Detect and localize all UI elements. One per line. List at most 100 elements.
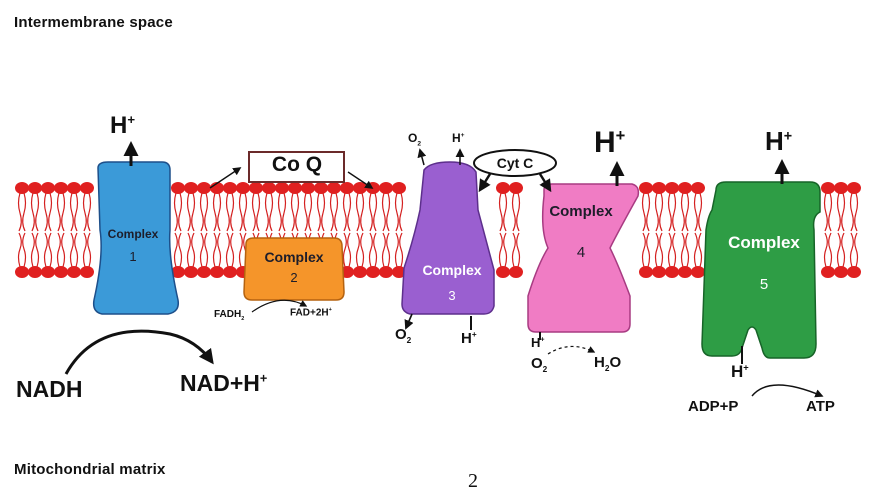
lipid-head bbox=[54, 266, 68, 278]
lipid-tail bbox=[387, 193, 390, 231]
lipid-head bbox=[509, 266, 523, 278]
lipid-tail bbox=[344, 193, 347, 231]
lipid-tail bbox=[214, 233, 217, 267]
lipid-head bbox=[392, 182, 406, 194]
lipid-tail bbox=[84, 233, 87, 267]
lipid-head bbox=[184, 266, 198, 278]
o2-complex-4: O2 bbox=[531, 355, 547, 374]
h-plus-complex-1: H+ bbox=[110, 112, 135, 140]
lipid-head bbox=[236, 182, 250, 194]
h-plus-complex-5: H+ bbox=[765, 126, 792, 157]
lipid-tail bbox=[188, 193, 191, 231]
lipid-tail bbox=[513, 233, 516, 267]
complex-4-label: Complex bbox=[538, 203, 624, 220]
lipid-tail bbox=[36, 193, 39, 231]
lipid-tail bbox=[71, 193, 74, 231]
lipid-tail bbox=[695, 233, 698, 267]
lipid-tail bbox=[227, 233, 230, 267]
lipid-tail bbox=[357, 193, 360, 231]
complex-3-number: 3 bbox=[410, 288, 494, 303]
lipid-head bbox=[67, 266, 81, 278]
intermembrane-space-label: Intermembrane space bbox=[14, 14, 173, 31]
lipid-head bbox=[28, 266, 42, 278]
lipid-head bbox=[678, 266, 692, 278]
nadh-label: NADH bbox=[16, 376, 82, 403]
complex-2-label: Complex bbox=[246, 249, 342, 265]
complex-4-number: 4 bbox=[538, 244, 624, 261]
complex-1-number: 1 bbox=[98, 249, 168, 264]
lipid-tail bbox=[19, 193, 22, 231]
lipid-head bbox=[340, 182, 354, 194]
lipid-head bbox=[210, 266, 224, 278]
lipid-tail bbox=[682, 233, 685, 267]
lipid-tail bbox=[322, 193, 325, 231]
lipid-head bbox=[379, 182, 393, 194]
lipid-tail bbox=[361, 193, 364, 231]
lipid-tail bbox=[75, 193, 78, 231]
lipid-head bbox=[15, 182, 29, 194]
lipid-tail bbox=[517, 193, 520, 231]
lipid-tail bbox=[296, 193, 299, 231]
lipid-head bbox=[834, 182, 848, 194]
lipid-tail bbox=[88, 193, 91, 231]
lipid-tail bbox=[682, 193, 685, 231]
lipid-tail bbox=[19, 233, 22, 267]
lipid-tail bbox=[305, 193, 308, 231]
lipid-head bbox=[509, 182, 523, 194]
lipid-tail bbox=[266, 193, 269, 231]
lipid-tail bbox=[669, 233, 672, 267]
lipid-tail bbox=[825, 193, 828, 231]
lipid-tail bbox=[513, 193, 516, 231]
lipid-head bbox=[366, 182, 380, 194]
lipid-tail bbox=[309, 193, 312, 231]
lipid-tail bbox=[84, 193, 87, 231]
lipid-tail bbox=[218, 193, 221, 231]
lipid-head bbox=[80, 182, 94, 194]
lipid-tail bbox=[855, 233, 858, 267]
lipid-tail bbox=[214, 193, 217, 231]
lipid-head bbox=[80, 266, 94, 278]
cytc-label: Cyt C bbox=[478, 155, 552, 171]
lipid-tail bbox=[647, 193, 650, 231]
water-dashed-arrow bbox=[548, 346, 594, 354]
o2-complex-3-bottom: O2 bbox=[395, 326, 411, 345]
lipid-tail bbox=[643, 193, 646, 231]
lipid-head bbox=[496, 182, 510, 194]
lipid-head bbox=[652, 182, 666, 194]
lipid-tail bbox=[647, 233, 650, 267]
lipid-tail bbox=[686, 233, 689, 267]
lipid-tail bbox=[829, 233, 832, 267]
lipid-tail bbox=[257, 193, 260, 231]
lipid-tail bbox=[62, 233, 65, 267]
lipid-tail bbox=[45, 233, 48, 267]
lipid-tail bbox=[400, 233, 403, 267]
lipid-head bbox=[15, 266, 29, 278]
lipid-tail bbox=[32, 233, 35, 267]
lipid-head bbox=[197, 266, 211, 278]
lipid-tail bbox=[357, 233, 360, 267]
lipid-tail bbox=[838, 233, 841, 267]
lipid-tail bbox=[71, 233, 74, 267]
lipid-head bbox=[197, 182, 211, 194]
lipid-head bbox=[834, 266, 848, 278]
mitochondrial-matrix-label: Mitochondrial matrix bbox=[14, 461, 166, 478]
h-plus-complex-3-bottom: H+ bbox=[461, 330, 477, 347]
water-label: H2O bbox=[594, 354, 621, 373]
complex-5-shape bbox=[702, 182, 820, 358]
lipid-tail bbox=[32, 193, 35, 231]
lipid-tail bbox=[643, 233, 646, 267]
cytc-to-complex-3-arrow bbox=[480, 174, 490, 190]
lipid-tail bbox=[36, 233, 39, 267]
fadh2-label: FADH2 bbox=[214, 309, 244, 322]
complex-2-number: 2 bbox=[246, 270, 342, 285]
lipid-tail bbox=[231, 193, 234, 231]
lipid-head bbox=[652, 266, 666, 278]
lipid-head bbox=[28, 182, 42, 194]
lipid-head bbox=[41, 182, 55, 194]
lipid-tail bbox=[842, 193, 845, 231]
lipid-head bbox=[665, 266, 679, 278]
lipid-tail bbox=[201, 193, 204, 231]
lipid-tail bbox=[851, 233, 854, 267]
lipid-tail bbox=[673, 233, 676, 267]
lipid-tail bbox=[23, 233, 26, 267]
